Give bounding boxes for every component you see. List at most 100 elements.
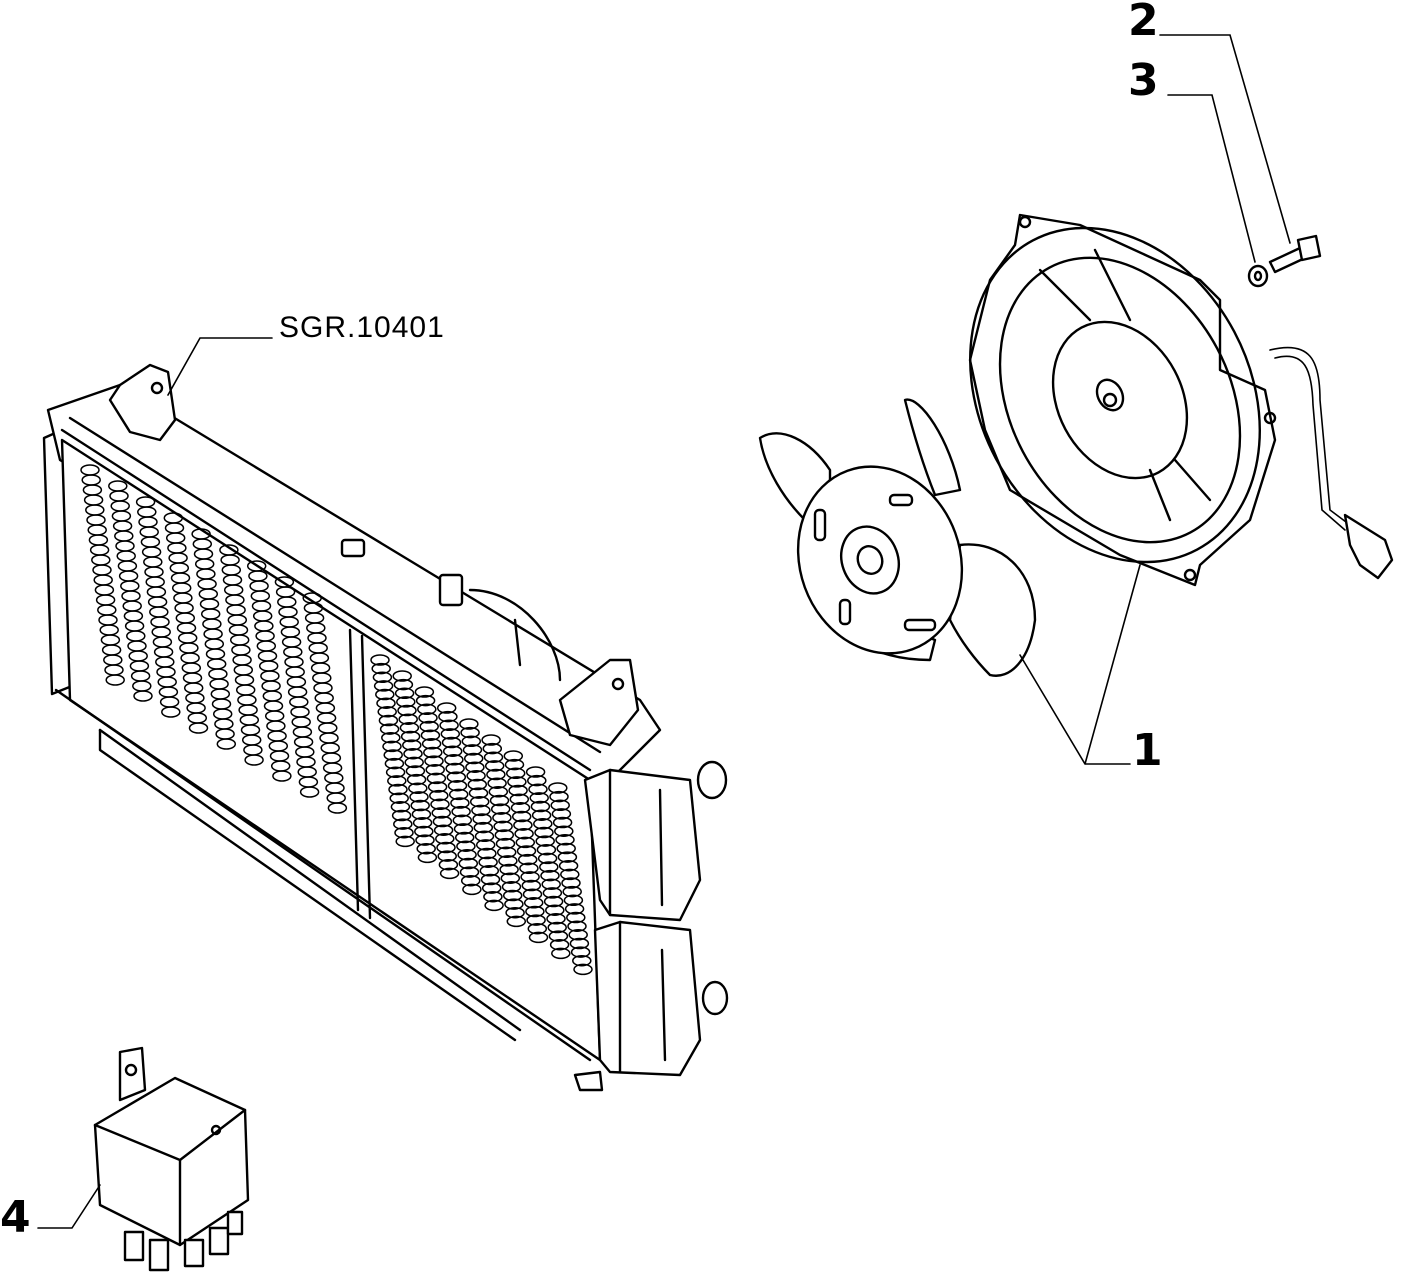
core-cell bbox=[527, 774, 547, 787]
core-cell bbox=[373, 680, 394, 692]
core-cell bbox=[370, 654, 390, 666]
core-cell bbox=[551, 808, 572, 820]
core-cell bbox=[424, 755, 444, 767]
core-cell bbox=[466, 770, 486, 782]
core-cell bbox=[432, 815, 453, 828]
core-cell bbox=[414, 825, 434, 838]
core-cell bbox=[448, 788, 469, 801]
core-cell bbox=[495, 837, 516, 850]
core-cell bbox=[474, 830, 495, 843]
core-cell bbox=[408, 782, 428, 795]
core-cell bbox=[537, 852, 558, 865]
core-cell bbox=[496, 846, 517, 859]
core-cell bbox=[457, 849, 477, 861]
core-cell bbox=[502, 889, 523, 902]
core-cell bbox=[430, 798, 450, 811]
core-cell bbox=[561, 877, 581, 889]
core-cell bbox=[441, 736, 462, 749]
core-cell bbox=[493, 820, 513, 833]
core-cell bbox=[540, 869, 560, 882]
core-cell bbox=[548, 930, 569, 942]
core-cell bbox=[418, 712, 438, 724]
core-cell bbox=[482, 742, 503, 755]
core-cell bbox=[444, 754, 464, 766]
core-cell bbox=[487, 777, 507, 789]
core-cell bbox=[526, 914, 546, 926]
fan-blade bbox=[758, 398, 1037, 677]
core-cell bbox=[429, 789, 449, 802]
core-cell bbox=[501, 881, 522, 893]
core-cell bbox=[567, 920, 587, 932]
core-cell bbox=[383, 749, 403, 761]
core-cell bbox=[461, 735, 482, 748]
core-cell bbox=[484, 899, 504, 912]
core-cell bbox=[478, 856, 498, 868]
core-cell bbox=[465, 761, 485, 773]
core-cell bbox=[400, 730, 421, 743]
core-cell bbox=[570, 946, 591, 958]
core-cell bbox=[327, 802, 348, 814]
core-cell bbox=[533, 818, 553, 830]
core-cell bbox=[427, 781, 448, 793]
core-cell bbox=[438, 710, 458, 723]
relay bbox=[93, 1046, 250, 1272]
core-cell bbox=[439, 867, 460, 880]
core-cell bbox=[409, 791, 429, 803]
core-cell bbox=[500, 872, 521, 884]
core-cell bbox=[564, 903, 585, 915]
core-cell bbox=[554, 825, 574, 837]
core-cell bbox=[388, 783, 408, 796]
core-cell bbox=[556, 842, 576, 855]
core-cell bbox=[390, 801, 411, 813]
fan-shroud bbox=[968, 213, 1394, 587]
core-cell bbox=[519, 862, 539, 875]
core-cell bbox=[481, 882, 502, 894]
core-cell bbox=[425, 763, 445, 776]
core-cell bbox=[299, 786, 320, 798]
core-cell bbox=[379, 723, 400, 735]
core-cell bbox=[516, 845, 537, 857]
core-cell bbox=[550, 799, 570, 812]
core-cell bbox=[514, 827, 534, 840]
core-cell bbox=[387, 775, 407, 787]
core-cell bbox=[522, 888, 543, 900]
core-cell bbox=[542, 887, 563, 899]
core-cell bbox=[411, 808, 432, 820]
core-cell bbox=[520, 871, 540, 883]
core-cell bbox=[483, 751, 504, 764]
core-cell bbox=[371, 662, 391, 675]
core-cell bbox=[479, 865, 500, 877]
core-cell bbox=[399, 722, 420, 734]
core-cell bbox=[472, 813, 492, 825]
core-cell bbox=[161, 706, 181, 718]
core-cell bbox=[397, 704, 417, 717]
core-cell bbox=[486, 768, 506, 781]
core-cell bbox=[498, 855, 518, 867]
core-cell bbox=[528, 931, 549, 944]
core-cell bbox=[484, 760, 505, 772]
core-cell bbox=[402, 739, 422, 751]
core-cell bbox=[377, 706, 397, 718]
core-cell bbox=[389, 792, 409, 804]
core-cell bbox=[513, 819, 533, 831]
core-cell bbox=[467, 778, 488, 791]
core-cell bbox=[489, 794, 510, 807]
core-cell bbox=[569, 937, 590, 950]
core-cell bbox=[406, 773, 427, 786]
core-cell bbox=[433, 824, 454, 836]
core-cell bbox=[504, 758, 525, 771]
core-cell bbox=[568, 929, 588, 941]
core-cell bbox=[545, 904, 565, 916]
core-cell bbox=[503, 750, 524, 762]
callout-1: 1 bbox=[1132, 725, 1163, 776]
core-cell bbox=[381, 731, 401, 744]
core-cell bbox=[384, 757, 405, 770]
core-cell bbox=[392, 670, 412, 682]
core-cell bbox=[419, 720, 439, 733]
core-cell bbox=[403, 747, 423, 760]
core-cell bbox=[382, 740, 402, 753]
core-cell bbox=[468, 787, 489, 799]
core-cell bbox=[499, 863, 519, 876]
core-cell bbox=[395, 835, 415, 848]
core-cell bbox=[414, 686, 435, 698]
